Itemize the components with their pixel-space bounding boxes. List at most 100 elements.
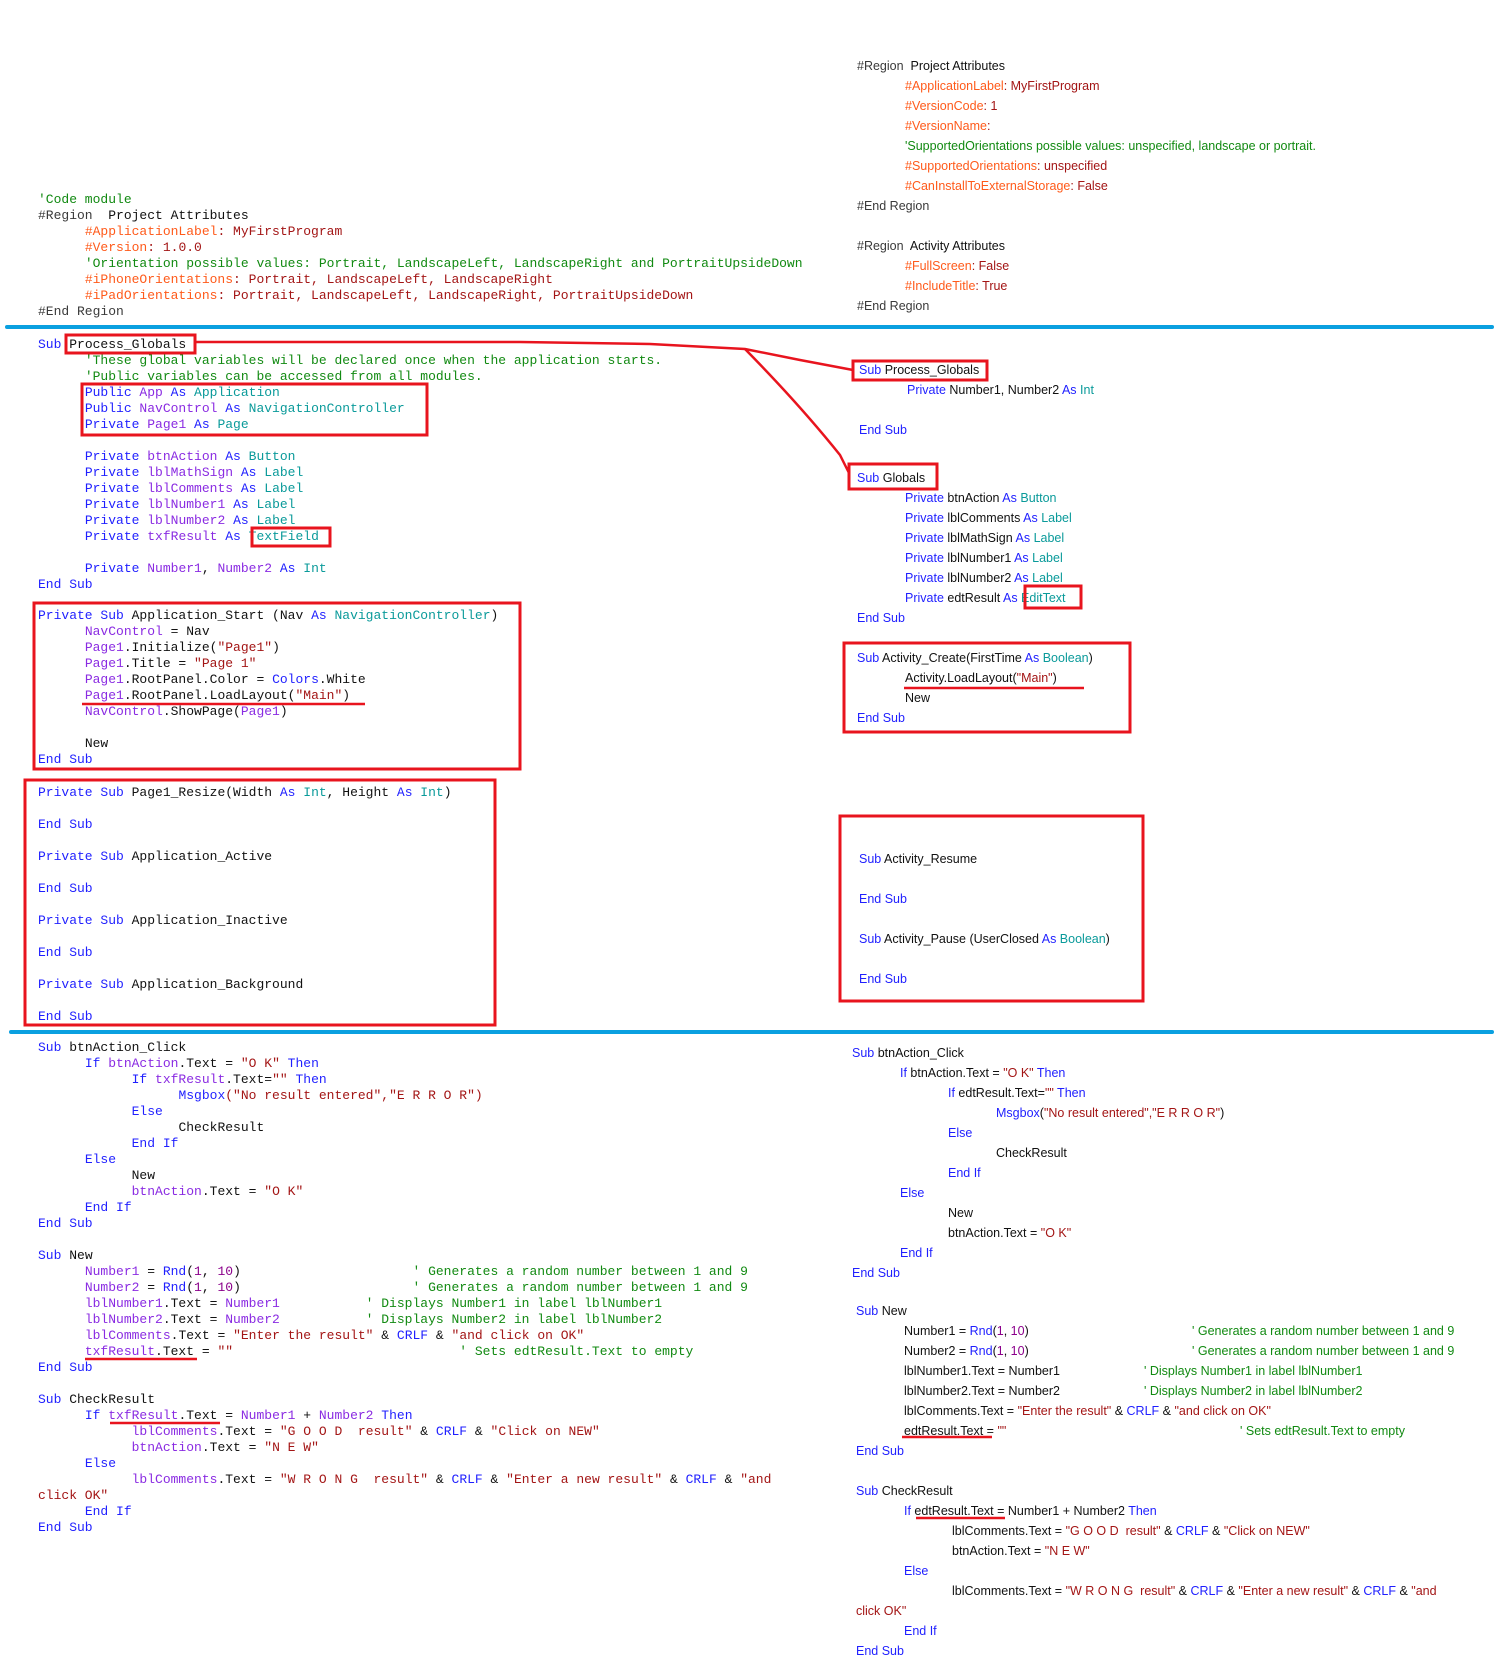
ios-event-subs-code: Sub btnAction_Click If btnAction.Text = … (38, 1040, 771, 1536)
code-token: ) (443, 785, 452, 800)
code-line: Private Sub Application_Start (Nav As Na… (38, 608, 498, 624)
code-token: & (373, 1328, 397, 1343)
code-token: CheckResult (69, 1392, 156, 1407)
code-token: ( (1039, 1106, 1044, 1120)
code-token: Application_Background (131, 977, 304, 992)
code-token (38, 1200, 85, 1215)
code-token: Private (905, 511, 948, 525)
code-line: Private lblNumber1 As Label (857, 548, 1072, 568)
code-token: #Region (38, 208, 93, 223)
code-token: As (279, 785, 304, 800)
code-token (38, 624, 85, 639)
code-token: & (482, 1472, 507, 1487)
code-token: Private (84, 481, 148, 496)
code-token (38, 1056, 85, 1071)
code-token: Number1 (240, 1408, 296, 1423)
code-line: End Sub (859, 969, 1110, 989)
code-token: Sub (38, 337, 70, 352)
code-token: Page1_Resize(Width (131, 785, 280, 800)
code-line: lblComments.Text = "W R O N G result" & … (856, 1581, 1454, 1601)
code-token: Globals (882, 471, 926, 485)
code-token: #SupportedOrientations (905, 159, 1038, 173)
code-token: lblNumber1 (84, 1296, 163, 1311)
code-token: "" (997, 1424, 1007, 1438)
code-token: .White (318, 672, 366, 687)
code-line: End Sub (859, 889, 1110, 909)
code-line: Page1.Title = "Page 1" (38, 656, 498, 672)
code-token: "N E W" (1044, 1544, 1090, 1558)
code-token: As (279, 561, 304, 576)
code-token: Button (1020, 491, 1057, 505)
code-token: edtResult.Text = Number1 + Number2 (914, 1504, 1129, 1518)
code-token: CheckResult (38, 1120, 265, 1135)
code-token: Sub (859, 932, 885, 946)
code-token: Label (264, 465, 304, 480)
code-token: & (467, 1424, 491, 1439)
code-token: Number1 = (856, 1324, 970, 1338)
code-token: .ShowPage( (162, 704, 241, 719)
code-token: #IncludeTitle (905, 279, 976, 293)
code-token: Number1 (225, 1296, 280, 1311)
code-token: & (1396, 1584, 1412, 1598)
code-token: Private (907, 383, 950, 397)
code-line: 'These global variables will be declared… (38, 353, 662, 369)
code-line: #Version: 1.0.0 (38, 240, 803, 256)
code-token: Private Sub (38, 608, 132, 623)
code-token: .Text = (217, 1472, 280, 1487)
code-token: As (170, 385, 195, 400)
code-token: "G O O D result" (1065, 1524, 1161, 1538)
code-token: Sub (38, 1392, 70, 1407)
code-token: : 1.0.0 (147, 240, 202, 255)
code-line: Msgbox("No result entered","E R R O R") (852, 1103, 1224, 1123)
code-line: #Region Activity Attributes (857, 236, 1316, 256)
code-line: txfResult.Text = "" ' Sets edtResult.Tex… (38, 1344, 771, 1360)
code-token: End Sub (857, 711, 905, 725)
code-token (852, 1066, 900, 1080)
ios-process-globals-code: Sub Process_Globals 'These global variab… (38, 337, 662, 593)
code-token: New (852, 1206, 974, 1220)
code-line: #ApplicationLabel: MyFirstProgram (857, 76, 1316, 96)
code-token: Private Sub (38, 913, 132, 928)
code-token: Sub (859, 363, 885, 377)
code-token: CRLF (451, 1472, 483, 1487)
code-token: "Enter a new result" (1238, 1584, 1349, 1598)
code-token: .Text = (155, 1344, 218, 1359)
code-token: End Sub (38, 1216, 93, 1231)
code-line: If btnAction.Text = "O K" Then (38, 1056, 771, 1072)
code-line: Else (852, 1183, 1224, 1203)
code-token (852, 1106, 996, 1120)
code-token: End If (904, 1624, 937, 1638)
code-token: End Sub (38, 817, 93, 832)
code-token (38, 1136, 132, 1151)
code-line: #ApplicationLabel: MyFirstProgram (38, 224, 803, 240)
code-line: Private lblNumber2 As Label (857, 568, 1072, 588)
code-token (38, 1472, 132, 1487)
code-token: "Enter the result" (233, 1328, 374, 1343)
code-token (38, 240, 85, 255)
code-token: , Height (326, 785, 397, 800)
code-token: "" (217, 1344, 234, 1359)
code-token: As (396, 785, 421, 800)
code-token: ) (1105, 932, 1110, 946)
code-token: 'SupportedOrientations possible values: … (905, 139, 1316, 153)
code-line: #CanInstallToExternalStorage: False (857, 176, 1316, 196)
code-token: End Sub (38, 577, 93, 592)
code-token (38, 1152, 85, 1167)
code-line: End Sub (852, 1263, 1224, 1283)
code-token: lblMathSign (947, 531, 1016, 545)
code-token: Application (194, 385, 280, 400)
blank-line (38, 545, 662, 561)
code-token: Sub (856, 1484, 882, 1498)
code-token: New (38, 736, 109, 751)
code-token: Label (256, 497, 296, 512)
code-token (852, 1246, 900, 1260)
code-token: "Page1" (217, 640, 273, 655)
code-line: edtResult.Text = "" ' Sets edtResult.Tex… (856, 1421, 1454, 1441)
code-token: Project Attributes (903, 59, 1006, 73)
code-line: CheckResult (38, 1120, 771, 1136)
code-token: Activity_Create(FirstTime (882, 651, 1025, 665)
code-token: btnAction_Click (69, 1040, 187, 1055)
code-token: End Sub (38, 1009, 93, 1024)
code-token (857, 591, 905, 605)
code-line: Sub Process_Globals (859, 360, 1094, 380)
